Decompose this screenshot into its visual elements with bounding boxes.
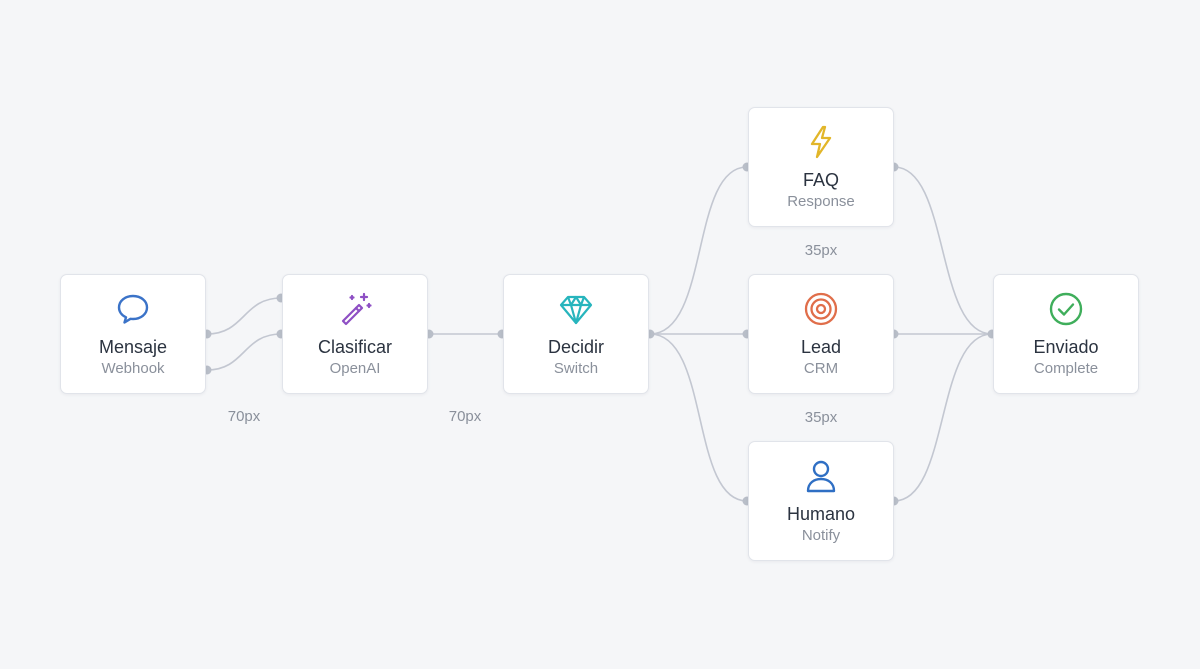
node-title: Enviado [1033,337,1099,357]
node-title: Lead [800,337,842,357]
edge-decidir-faq [649,166,748,335]
edge-decidir-humano [649,333,748,502]
gap-label-mensaje-clasificar: 70px [227,408,261,425]
node-subtitle: CRM [803,360,839,377]
gap-label-faq-lead: 35px [804,242,838,259]
user-icon [749,458,893,494]
node-enviado[interactable]: Enviado Complete [993,274,1139,394]
node-clasificar[interactable]: Clasificar OpenAI [282,274,428,394]
node-subtitle: OpenAI [329,360,381,377]
magic-wand-icon [283,291,427,327]
node-decidir[interactable]: Decidir Switch [503,274,649,394]
node-title: Humano [786,504,856,524]
node-title: FAQ [802,170,839,190]
node-subtitle: Webhook [101,360,165,377]
node-title: Clasificar [317,337,392,357]
chat-bubble-icon [61,291,205,327]
check-circle-icon [994,291,1138,327]
gap-label-clasificar-decidir: 70px [448,408,482,425]
edge-humano-enviado [893,333,993,502]
edge-faq-enviado [893,166,993,335]
lightning-icon [749,124,893,160]
node-lead[interactable]: Lead CRM [748,274,894,394]
diamond-icon [504,291,648,327]
node-faq[interactable]: FAQ Response [748,107,894,227]
node-subtitle: Notify [801,527,841,544]
node-subtitle: Switch [553,360,599,377]
gap-label-lead-humano: 35px [804,409,838,426]
node-subtitle: Complete [1033,360,1099,377]
node-subtitle: Response [787,193,855,210]
node-title: Decidir [547,337,604,357]
node-title: Mensaje [98,337,168,357]
node-humano[interactable]: Humano Notify [748,441,894,561]
edge-mensaje-clasificar-bottom [206,333,282,371]
target-icon [749,291,893,327]
node-mensaje[interactable]: Mensaje Webhook [60,274,206,394]
edge-mensaje-clasificar-top [206,297,282,335]
